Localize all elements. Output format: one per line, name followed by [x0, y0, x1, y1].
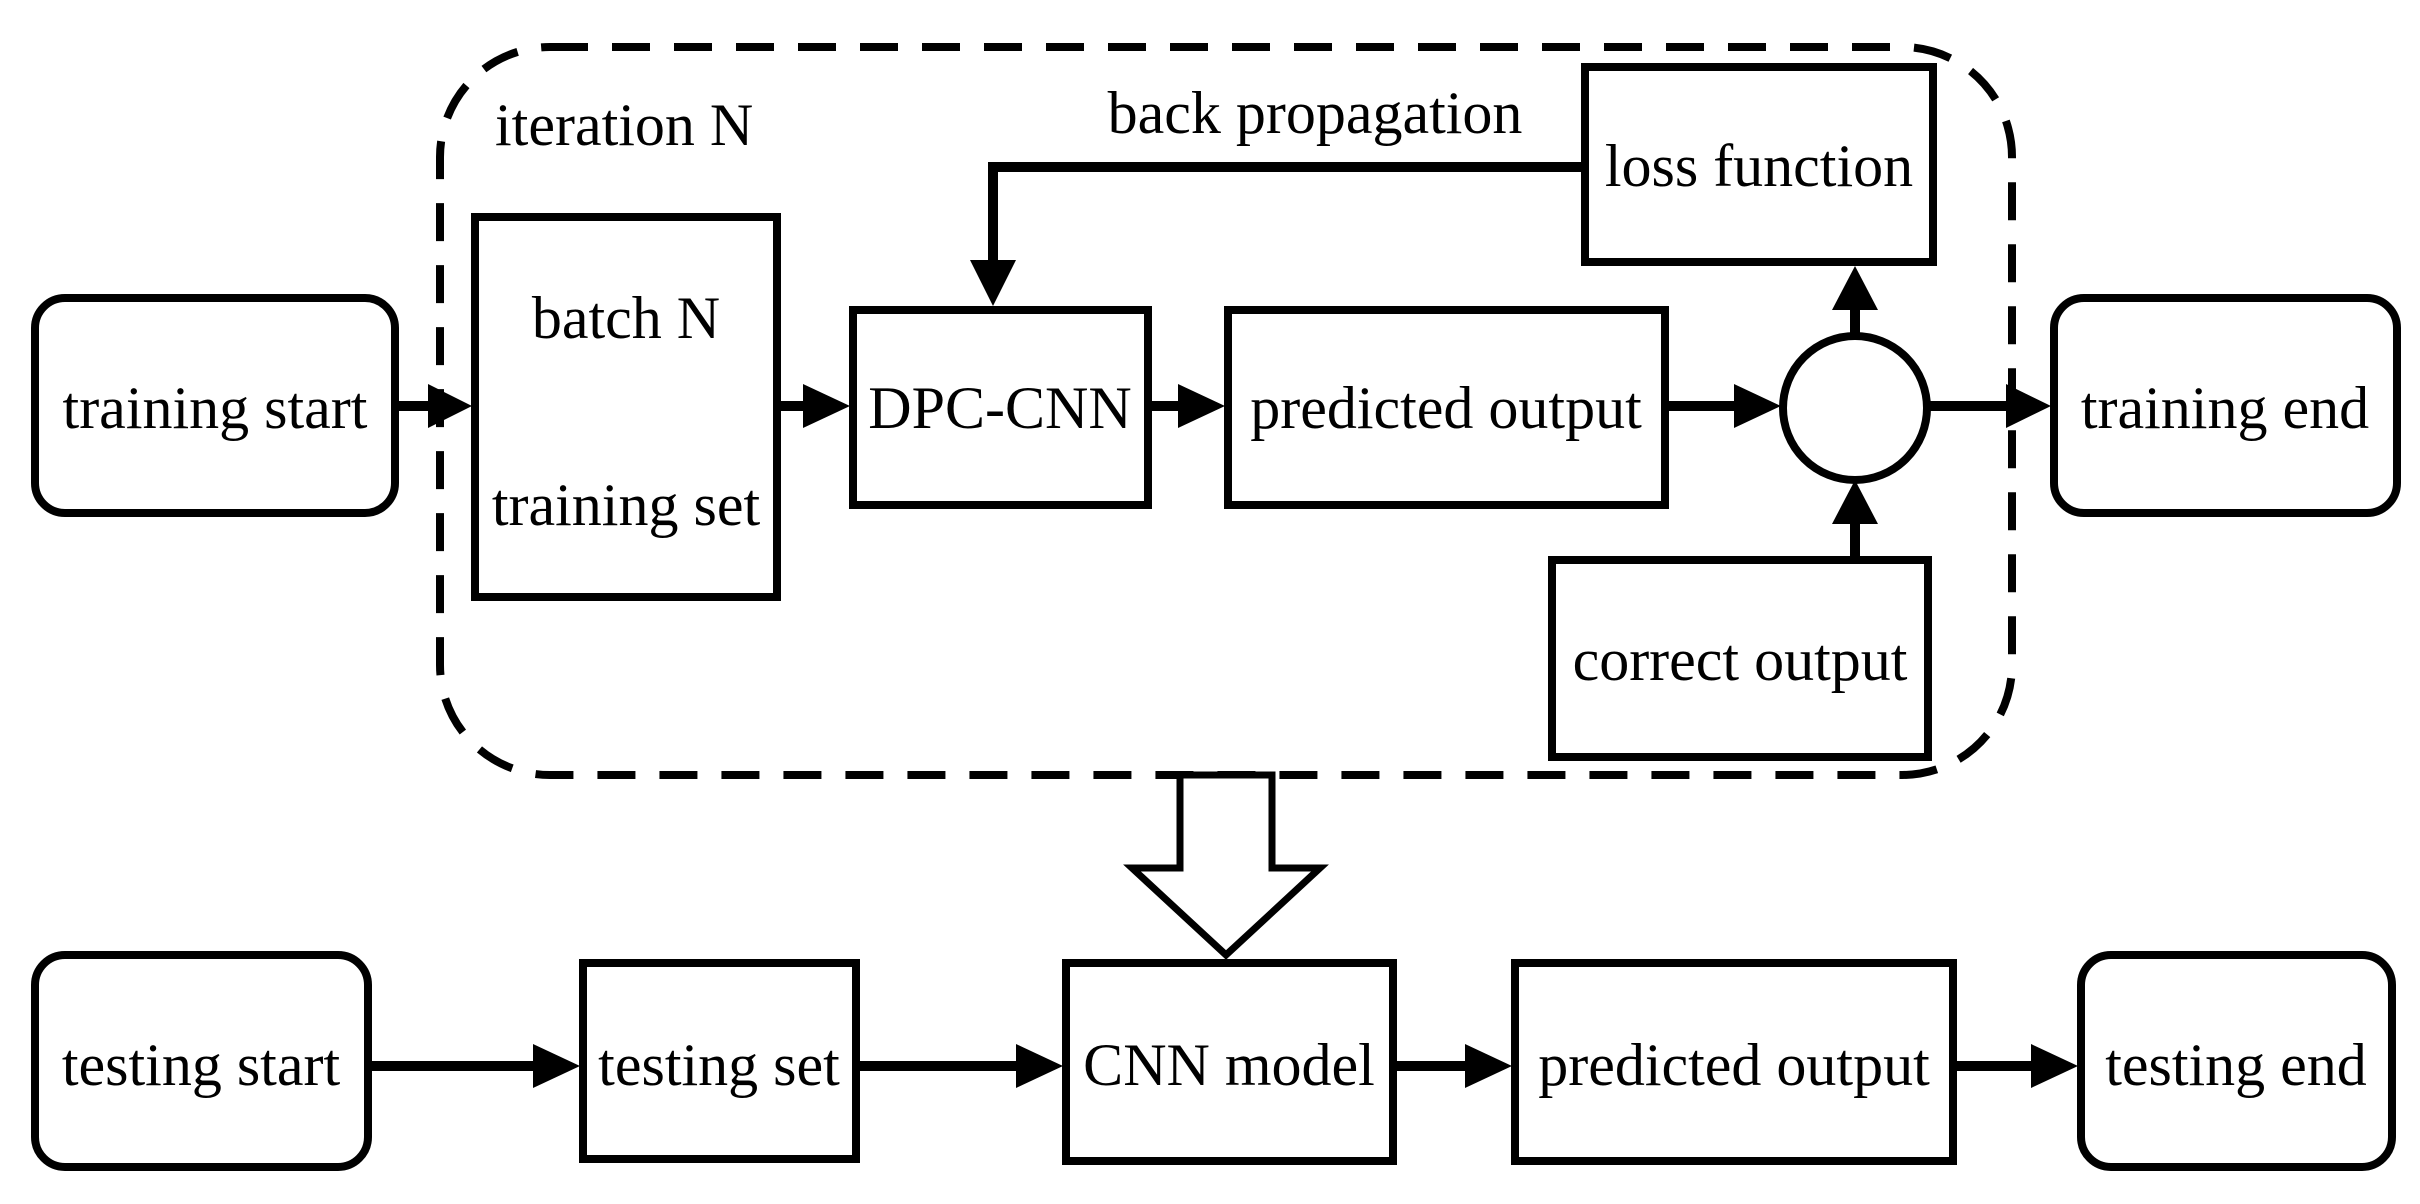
dpc-cnn-label: DPC-CNN	[868, 375, 1131, 441]
testing-end-node	[2077, 951, 2396, 1171]
training-predicted-output-node	[1224, 306, 1669, 509]
training-predicted-output-label: predicted output	[1250, 375, 1642, 441]
edge-testing-set-to-cnn-model	[856, 1044, 1063, 1088]
iteration-group-label: iteration N	[495, 92, 753, 158]
testing-set-label: testing set	[598, 1032, 840, 1098]
batch-label: batch N	[532, 285, 720, 351]
training-end-label: training end	[2081, 375, 2369, 441]
loss-function-node	[1581, 63, 1937, 266]
edge-training-start-to-batch	[395, 384, 472, 428]
training-to-testing-arrow	[1123, 771, 1329, 960]
back-propagation-label: back propagation	[1108, 80, 1523, 146]
loss-function-label: loss function	[1605, 133, 1913, 199]
testing-start-label: testing start	[62, 1032, 341, 1098]
edge-comparison-to-training-end	[1927, 384, 2051, 428]
training-end-node	[2050, 294, 2401, 517]
edge-testing-start-to-testing-set	[368, 1044, 580, 1088]
testing-set-node	[579, 959, 860, 1163]
edge-batch-to-dpc-cnn	[777, 384, 850, 428]
edge-dpc-cnn-to-predicted	[1148, 384, 1225, 428]
training-set-label: training set	[492, 472, 761, 538]
edge-cnn-model-to-predicted	[1393, 1044, 1512, 1088]
testing-end-label: testing end	[2105, 1032, 2367, 1098]
testing-predicted-output-node	[1511, 959, 1957, 1165]
edge-predicted-to-comparison	[1665, 384, 1781, 428]
comparison-node	[1779, 332, 1931, 484]
edge-comparison-to-loss-function	[1832, 266, 1878, 336]
correct-output-label: correct output	[1573, 627, 1908, 693]
dpc-cnn-node	[849, 306, 1152, 509]
edge-correct-output-to-comparison	[1832, 480, 1878, 557]
correct-output-node	[1548, 556, 1932, 761]
cnn-model-node	[1062, 959, 1397, 1165]
edge-back-propagation	[970, 162, 1585, 306]
edge-predicted-to-testing-end	[1953, 1044, 2078, 1088]
batch-node	[471, 213, 781, 601]
testing-predicted-output-label: predicted output	[1538, 1032, 1930, 1098]
training-start-label: training start	[63, 375, 368, 441]
cnn-model-label: CNN model	[1083, 1032, 1375, 1098]
